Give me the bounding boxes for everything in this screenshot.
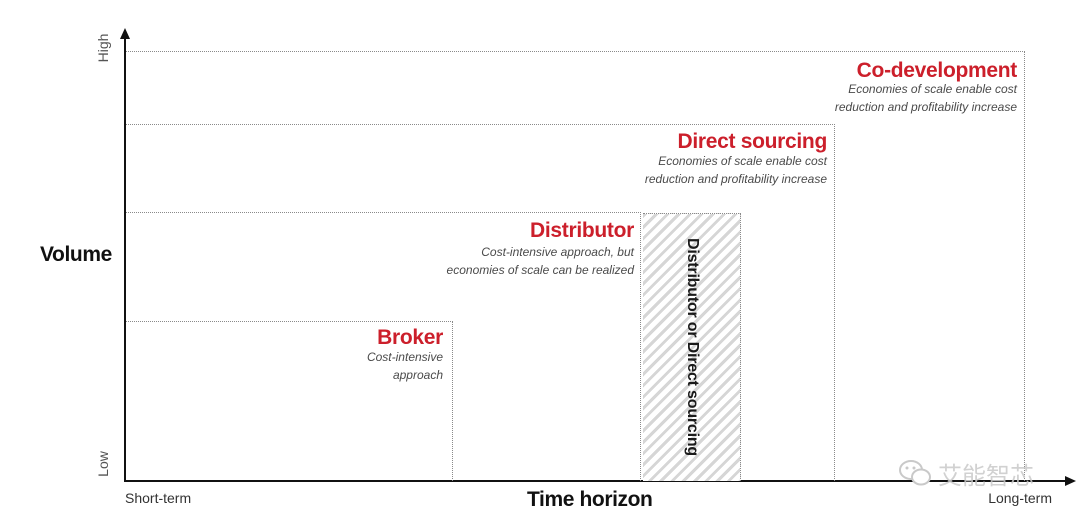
zone-co-development [126, 51, 1025, 481]
desc-line: Cost-intensive [366, 350, 443, 364]
x-axis-title: Time horizon [527, 488, 653, 511]
transition-band [643, 213, 741, 481]
watermark-text: 艾能智芯 [938, 463, 1034, 490]
y-axis-high-label: High [95, 33, 111, 63]
zone-direct-sourcing [126, 124, 835, 481]
stage-desc-broker: Cost-intensive approach [367, 348, 443, 384]
desc-line: Cost-intensive approach, but [481, 245, 634, 259]
zone-distributor [126, 212, 641, 481]
stage-title-direct-sourcing: Direct sourcing [677, 130, 827, 153]
wechat-icon [899, 460, 931, 486]
desc-line: reduction and profitability increase [834, 100, 1017, 114]
desc-line: reduction and profitability increase [644, 172, 827, 186]
x-axis-arrow-icon [1065, 476, 1076, 486]
x-axis-end-label: Long-term [988, 490, 1052, 506]
y-axis-arrow-icon [120, 28, 130, 39]
stage-desc-distributor: Cost-intensive approach, but economies o… [447, 243, 634, 279]
stage-title-distributor: Distributor [529, 219, 634, 242]
stage-desc-direct-sourcing: Economies of scale enable cost reduction… [645, 152, 827, 188]
desc-line: approach [392, 368, 443, 382]
y-axis-title: Volume [40, 243, 112, 266]
stage-title-co-development: Co-development [856, 59, 1018, 82]
desc-line: Economies of scale enable cost [658, 154, 827, 168]
y-axis-low-label: Low [95, 451, 111, 477]
x-axis-start-label: Short-term [125, 490, 192, 506]
zone-broker [126, 321, 453, 481]
stage-desc-co-development: Economies of scale enable cost reduction… [835, 80, 1017, 116]
desc-line: economies of scale can be realized [446, 263, 634, 277]
desc-line: Economies of scale enable cost [848, 82, 1017, 96]
transition-label: Distributor or Direct sourcing [684, 237, 701, 457]
stage-title-broker: Broker [377, 326, 443, 349]
